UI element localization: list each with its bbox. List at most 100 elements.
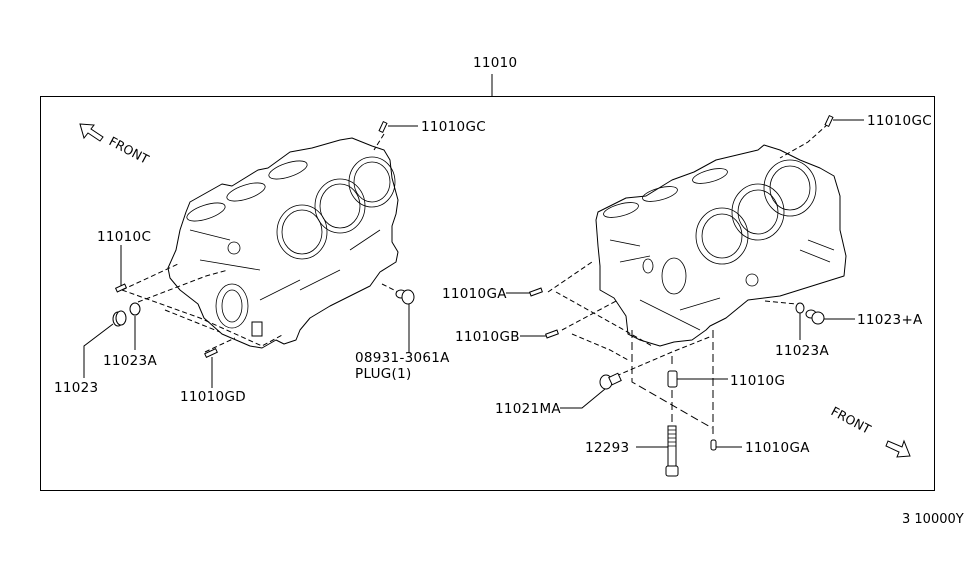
leader-dash-right-4 (779, 123, 829, 159)
dowel-icon (710, 439, 717, 451)
dowel-icon (204, 347, 218, 359)
bore-right-1 (603, 202, 639, 218)
part-label-11023[interactable]: 11023 (54, 380, 98, 396)
part-label-11010C[interactable]: 11010C (97, 229, 151, 245)
part-label-11010G[interactable]: 11010G (730, 373, 785, 389)
bore-right-2 (642, 186, 678, 202)
dowel-pin-icon (824, 114, 834, 128)
part-label-11010GA[interactable]: 11010GA (442, 286, 507, 302)
oil-pan-dash-box (631, 330, 713, 429)
callout-11010GC-right[interactable]: 11010GC (824, 113, 932, 129)
right-engine-block: 11010GC 11010GA 11010GB 11023+A 11023A (442, 113, 932, 477)
bore-ring-right-6 (763, 159, 817, 217)
engine-block-body-left (167, 137, 399, 349)
block-ribs-left (189, 229, 381, 301)
leader-dash-left-2 (137, 269, 229, 303)
boss-left (227, 241, 241, 255)
oil-port-right (745, 273, 759, 287)
assembly-label[interactable]: 11010 (473, 55, 517, 71)
callout-12293-right[interactable]: 12293 (585, 425, 679, 477)
left-engine-block: FRONT 11010GC 1 (54, 119, 486, 405)
crank-bore-inner-left (221, 289, 243, 323)
arrow-down-right-icon (885, 439, 911, 458)
part-label-11010GD[interactable]: 11010GD (180, 389, 246, 405)
callout-11023plusA-right[interactable]: 11023+A (805, 309, 923, 328)
washer-icon (129, 302, 141, 316)
dowel-icon (529, 287, 543, 297)
engine-block-body-right (595, 144, 847, 347)
part-label-08931-3061A[interactable]: 08931-3061A (355, 350, 450, 366)
part-label-11023plusA[interactable]: 11023+A (857, 312, 923, 328)
callout-11010GA-lower-right[interactable]: 11010GA (710, 439, 810, 456)
stud-icon (114, 283, 128, 293)
leader-line (83, 323, 114, 378)
leader-dash-left-1 (121, 263, 285, 347)
callout-11010G-right[interactable]: 11010G (667, 370, 785, 389)
leader-dash-right-1 (547, 261, 653, 347)
callout-11023-left[interactable]: 11023 (54, 310, 127, 396)
arrow-up-left-icon (79, 123, 104, 142)
bore-left-5 (319, 183, 361, 229)
assembly-callout[interactable]: 11010 (473, 55, 517, 96)
dowel-icon (545, 329, 559, 339)
dowel-pin-icon (378, 120, 388, 134)
callout-11021MA-right[interactable]: 11021MA (495, 372, 622, 417)
plug-thread-icon (608, 372, 622, 386)
leader-dash-right-2 (561, 299, 629, 361)
bore-left-4 (281, 209, 323, 255)
part-label-12293[interactable]: 12293 (585, 440, 629, 456)
bore-ring-right-5 (731, 183, 785, 241)
washer-icon (795, 302, 805, 314)
diagram-frame (40, 96, 935, 491)
callout-11010GB-right[interactable]: 11010GB (455, 329, 559, 345)
front-label-left: FRONT (107, 133, 152, 166)
callout-08931-3061A-left[interactable]: 08931-3061A PLUG(1) (355, 289, 450, 382)
front-arrow-right: FRONT (829, 403, 911, 458)
bore-ring-right-4 (695, 207, 749, 265)
part-label-11010GC[interactable]: 11010GC (867, 113, 932, 129)
bolt-head-icon (665, 465, 679, 477)
block-ribs-right (609, 239, 835, 331)
callout-11010GC-left[interactable]: 11010GC (378, 119, 486, 135)
leader-dash-left-5 (373, 133, 385, 151)
front-arrow-left: FRONT (79, 123, 152, 167)
crank-bore-left (215, 283, 249, 329)
part-label-11010GB[interactable]: 11010GB (455, 329, 520, 345)
part-label-plug[interactable]: PLUG(1) (355, 366, 412, 382)
boss-right (642, 258, 654, 274)
leader-dash-right-3 (764, 300, 797, 305)
leader-line (560, 388, 606, 409)
leader-dash-right-5 (615, 335, 713, 377)
bore-left-3 (268, 160, 308, 180)
plug-head-icon (401, 289, 415, 305)
crank-bore-right (661, 257, 687, 295)
part-label-11021MA[interactable]: 11021MA (495, 401, 561, 417)
bore-left-1 (186, 202, 226, 222)
sleeve-icon (667, 370, 678, 388)
bore-ring-left-4 (276, 204, 328, 260)
bore-right-3 (692, 168, 728, 184)
part-label-11010GC[interactable]: 11010GC (421, 119, 486, 135)
plug-face-icon (115, 310, 127, 326)
callout-11010GD-left[interactable]: 11010GD (180, 347, 246, 405)
callout-11023A-right[interactable]: 11023A (775, 302, 829, 359)
bore-right-5 (737, 189, 779, 235)
callout-11023A-left[interactable]: 11023A (103, 302, 157, 369)
dowel-left (251, 321, 263, 337)
bore-ring-left-6 (348, 156, 396, 208)
bore-right-6 (769, 165, 811, 211)
diagram-code: 3 10000Y (902, 512, 964, 527)
bore-right-4 (701, 213, 743, 259)
bolt-thread-icon (668, 429, 676, 447)
part-label-11023A[interactable]: 11023A (103, 353, 157, 369)
bore-left-6 (353, 161, 391, 203)
callout-11010GA-right[interactable]: 11010GA (442, 286, 543, 302)
plug-head-icon (811, 311, 825, 325)
bore-left-2 (226, 182, 266, 202)
callout-11010C-left[interactable]: 11010C (97, 229, 151, 293)
front-label-right: FRONT (829, 403, 874, 436)
part-label-11023A[interactable]: 11023A (775, 343, 829, 359)
part-label-11010GA-lower[interactable]: 11010GA (745, 440, 810, 456)
leader-dash-left-4 (381, 283, 399, 293)
